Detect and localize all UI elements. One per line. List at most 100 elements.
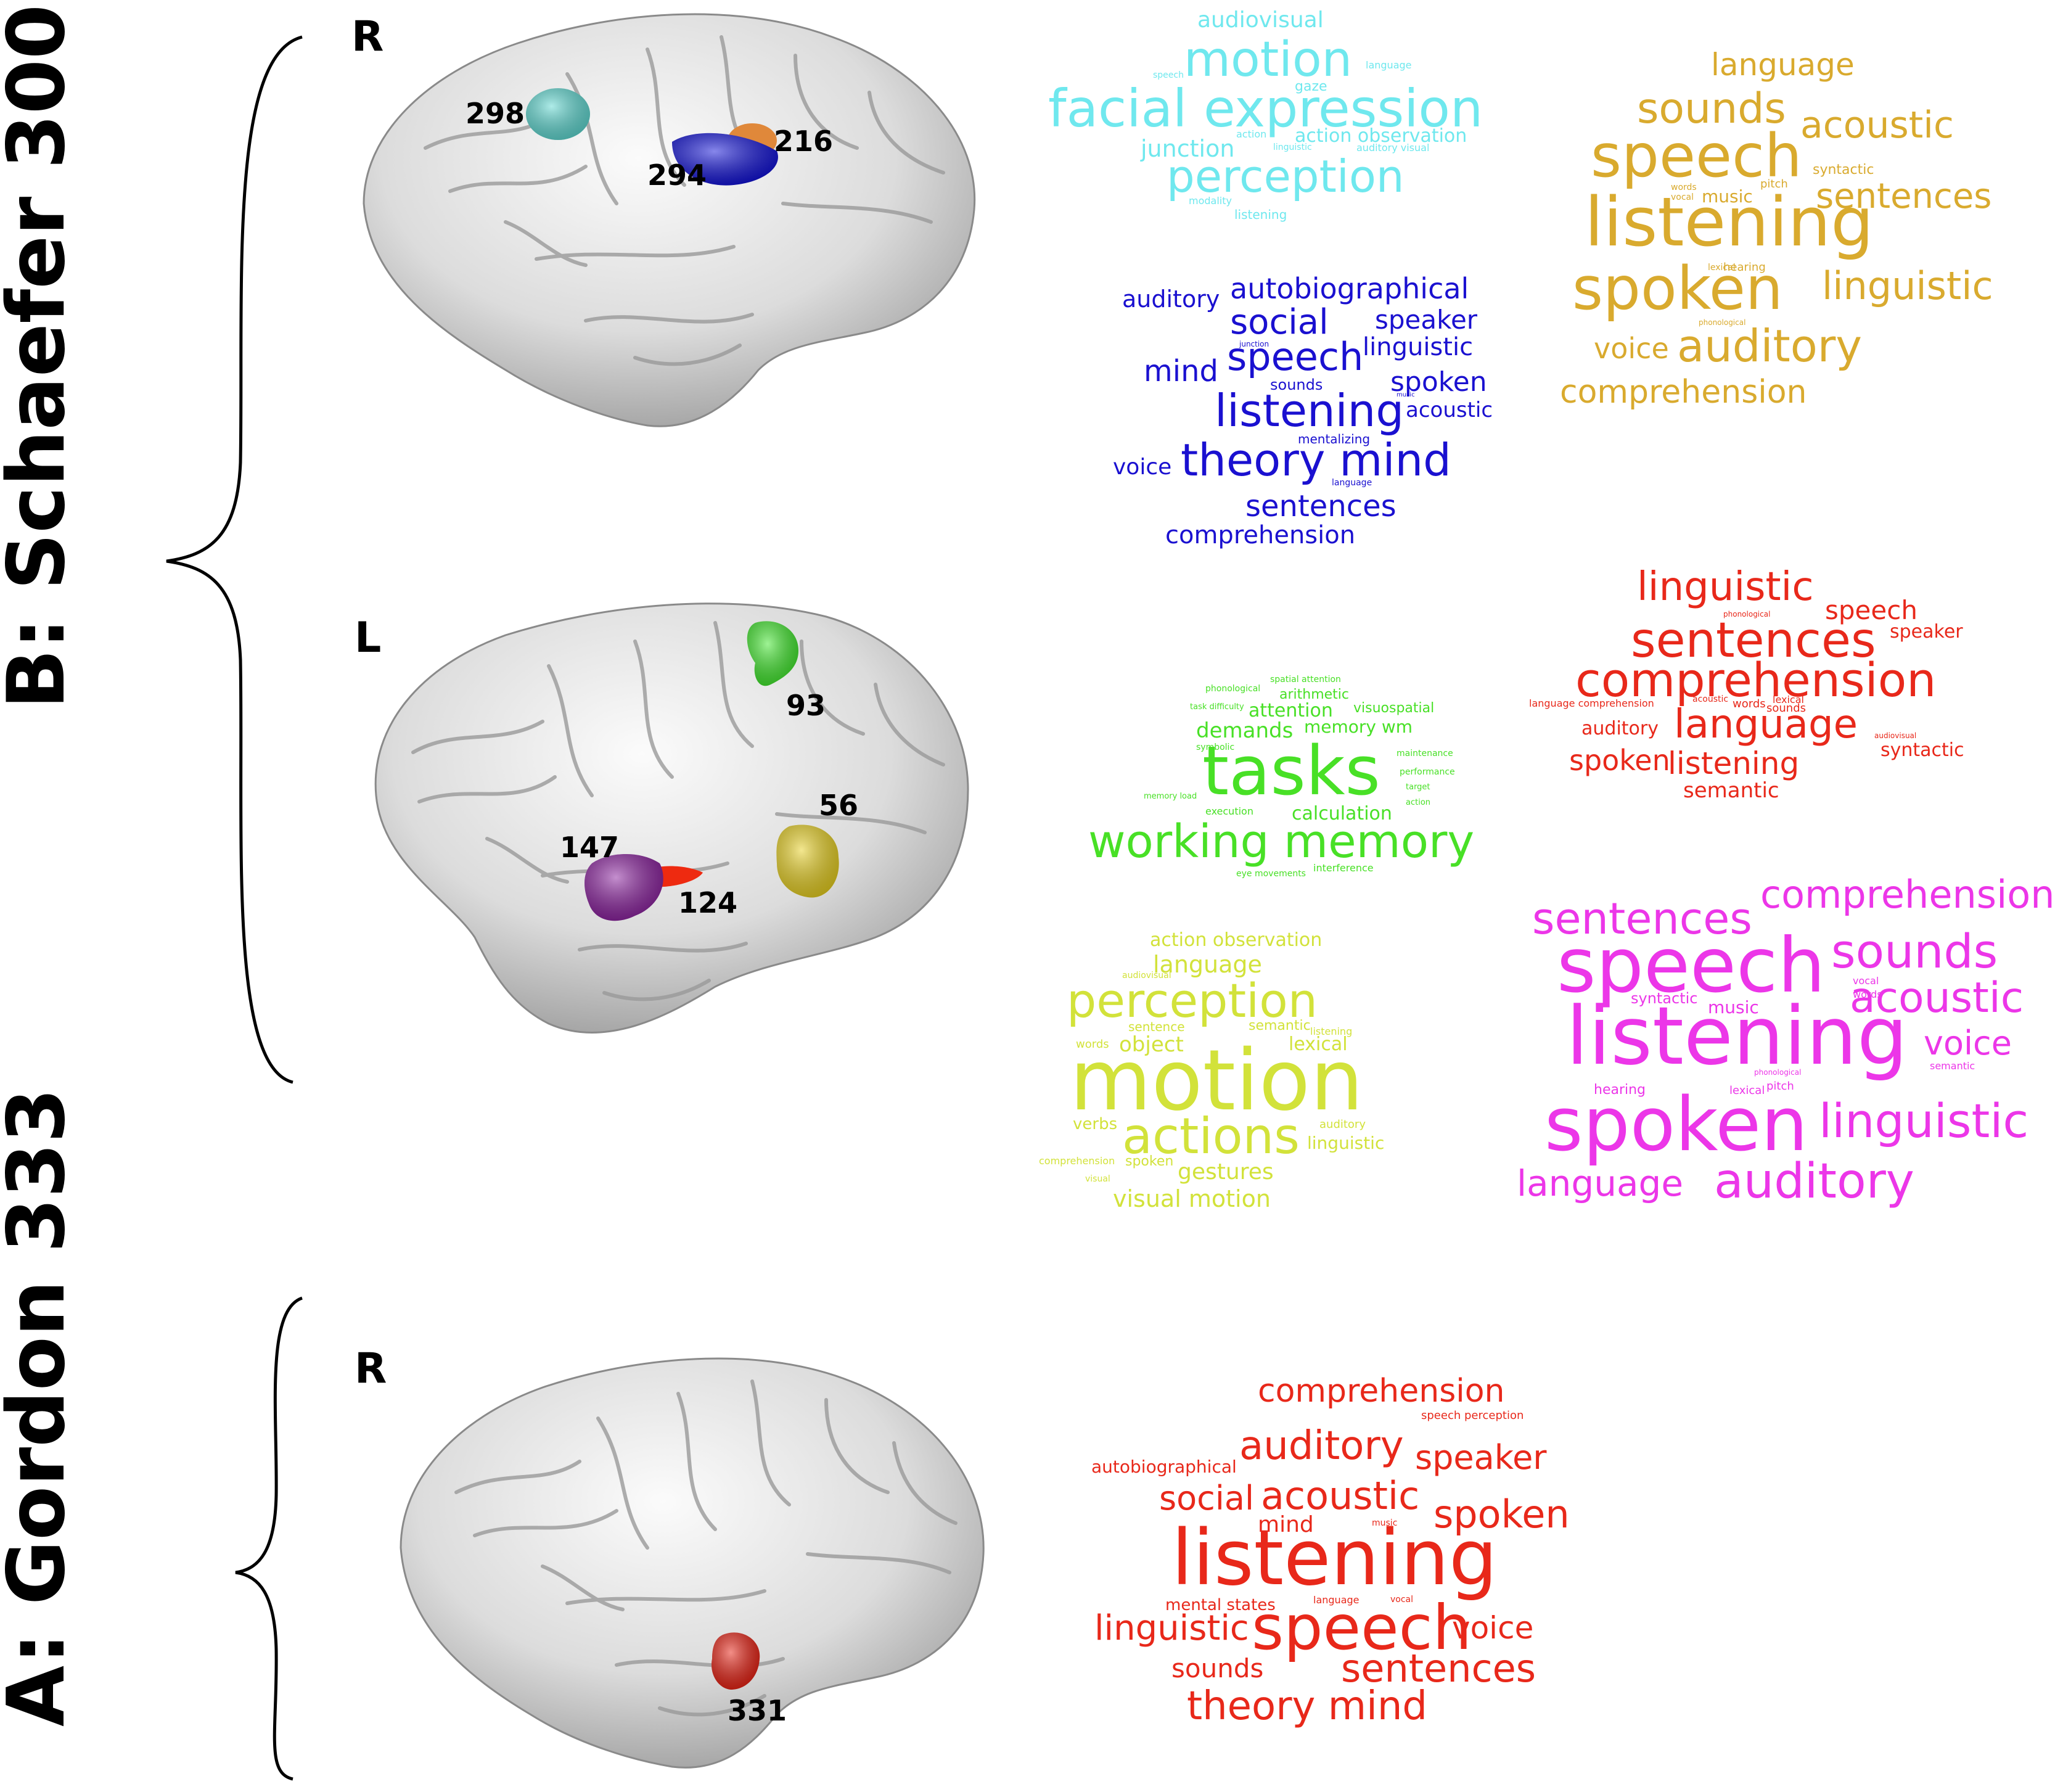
word: sounds xyxy=(1270,376,1323,393)
region-label: 331 xyxy=(728,1694,787,1727)
brain-right-schaefer: 298 216 294 xyxy=(363,13,976,427)
word-cloud-red-gordon: comprehension speech perception autobiog… xyxy=(1091,1372,1570,1742)
word: autobiographical xyxy=(1230,272,1469,305)
word: sounds xyxy=(1637,84,1786,133)
word: auditory xyxy=(1714,1154,1914,1209)
word: social xyxy=(1230,302,1329,342)
word: acoustic xyxy=(1850,974,2024,1022)
word: language xyxy=(1517,1162,1684,1204)
word-cloud-cyan: audiovisual motion facial expression jun… xyxy=(1036,6,1504,222)
word: hearing xyxy=(1723,261,1766,274)
word: linguistic xyxy=(1094,1608,1249,1648)
word: lexical xyxy=(1729,1084,1765,1097)
word: audiovisual xyxy=(1874,731,1917,740)
word: auditory xyxy=(1122,286,1220,313)
word: audiovisual xyxy=(1122,971,1171,980)
word: comprehension xyxy=(1258,1373,1505,1410)
word: social xyxy=(1159,1479,1254,1518)
word: verbs xyxy=(1073,1115,1118,1133)
word: auditory xyxy=(1677,320,1862,372)
word: vocal xyxy=(1853,975,1879,987)
word: syntactic xyxy=(1631,990,1698,1007)
word: modality xyxy=(1189,195,1232,207)
word: language xyxy=(1711,47,1855,83)
word: theory mind xyxy=(1181,434,1451,486)
word: target xyxy=(1406,783,1430,792)
word: language xyxy=(1366,59,1412,71)
word: voice xyxy=(1924,1024,2012,1062)
word: demands xyxy=(1196,718,1294,743)
word: listening xyxy=(1215,385,1405,437)
word: facial expression xyxy=(1048,78,1483,139)
word: pitch xyxy=(1766,1080,1794,1093)
word-cloud-yellow: action observation language audiovisual … xyxy=(1036,928,1467,1224)
word: auditory xyxy=(1239,1423,1404,1469)
word: actions xyxy=(1122,1108,1300,1165)
word: sounds xyxy=(1766,702,1807,715)
section-label-gordon: A: Gordon 333 xyxy=(0,1088,83,1727)
word: spoken xyxy=(1572,254,1783,323)
word: language xyxy=(1332,478,1372,488)
word: lexical xyxy=(1773,694,1804,705)
word: junction xyxy=(1141,135,1235,162)
word-cloud-green: spatial attention phonological arithmeti… xyxy=(1073,672,1541,894)
word: speech xyxy=(1227,334,1364,379)
word: memory load xyxy=(1144,792,1197,801)
word: linguistic xyxy=(1822,263,1993,308)
region-label: 93 xyxy=(786,689,826,722)
word: performance xyxy=(1400,767,1455,777)
word-cloud-red: linguistic speech phonological sentences… xyxy=(1523,564,1991,811)
word: visual xyxy=(1085,1174,1110,1184)
word: task difficulty xyxy=(1190,702,1244,712)
word: lexical xyxy=(1289,1034,1348,1055)
word: music xyxy=(1372,1518,1398,1528)
word: speech xyxy=(1153,70,1184,80)
word: words xyxy=(1853,988,1882,1000)
word: listening xyxy=(1234,207,1287,222)
word: voice xyxy=(1594,332,1669,365)
word: syntactic xyxy=(1880,739,1964,761)
word: auditory xyxy=(1319,1118,1366,1131)
word: music xyxy=(1708,997,1759,1017)
word: linguistic xyxy=(1637,564,1814,610)
word: object xyxy=(1119,1032,1184,1057)
word: speech perception xyxy=(1421,1409,1524,1422)
word: calculation xyxy=(1292,803,1392,824)
word: comprehension xyxy=(1760,872,2055,917)
hemisphere-label: L xyxy=(355,614,382,662)
word: perception xyxy=(1167,150,1405,202)
word: listening xyxy=(1310,1025,1353,1037)
word: music xyxy=(1702,186,1753,207)
word: sentences xyxy=(1341,1646,1536,1691)
word: voice xyxy=(1452,1610,1534,1646)
word: motion xyxy=(1070,1032,1364,1130)
word: listening xyxy=(1171,1514,1498,1603)
word: junction xyxy=(1239,340,1269,348)
word: sounds xyxy=(1831,924,1998,979)
brace-schaefer xyxy=(166,35,303,1084)
word: comprehension xyxy=(1165,521,1356,549)
word: speech xyxy=(1825,595,1917,625)
word: syntactic xyxy=(1813,162,1874,178)
word: speaker xyxy=(1375,305,1478,335)
word: gestures xyxy=(1178,1159,1274,1185)
word: vocal xyxy=(1671,192,1694,202)
word: language xyxy=(1674,702,1858,747)
region-label: 294 xyxy=(647,158,707,192)
brain-right-gordon: 331 xyxy=(400,1357,985,1769)
word: perception xyxy=(1067,973,1318,1028)
region-label: 298 xyxy=(466,97,525,130)
word: listening xyxy=(1566,989,1908,1083)
word: semantic xyxy=(1683,778,1779,803)
hemisphere-label: R xyxy=(351,12,384,61)
word: mental states xyxy=(1165,1596,1276,1614)
word: spoken xyxy=(1544,1082,1808,1168)
word: phonological xyxy=(1699,318,1746,327)
word: auditory xyxy=(1581,718,1659,739)
word-cloud-blue: auditory autobiographical social speaker… xyxy=(1110,271,1529,555)
word: linguistic xyxy=(1363,333,1474,361)
region-label: 147 xyxy=(560,831,619,864)
word: sentences xyxy=(1631,613,1876,668)
word: attention xyxy=(1249,700,1333,721)
word: language xyxy=(1153,951,1262,978)
